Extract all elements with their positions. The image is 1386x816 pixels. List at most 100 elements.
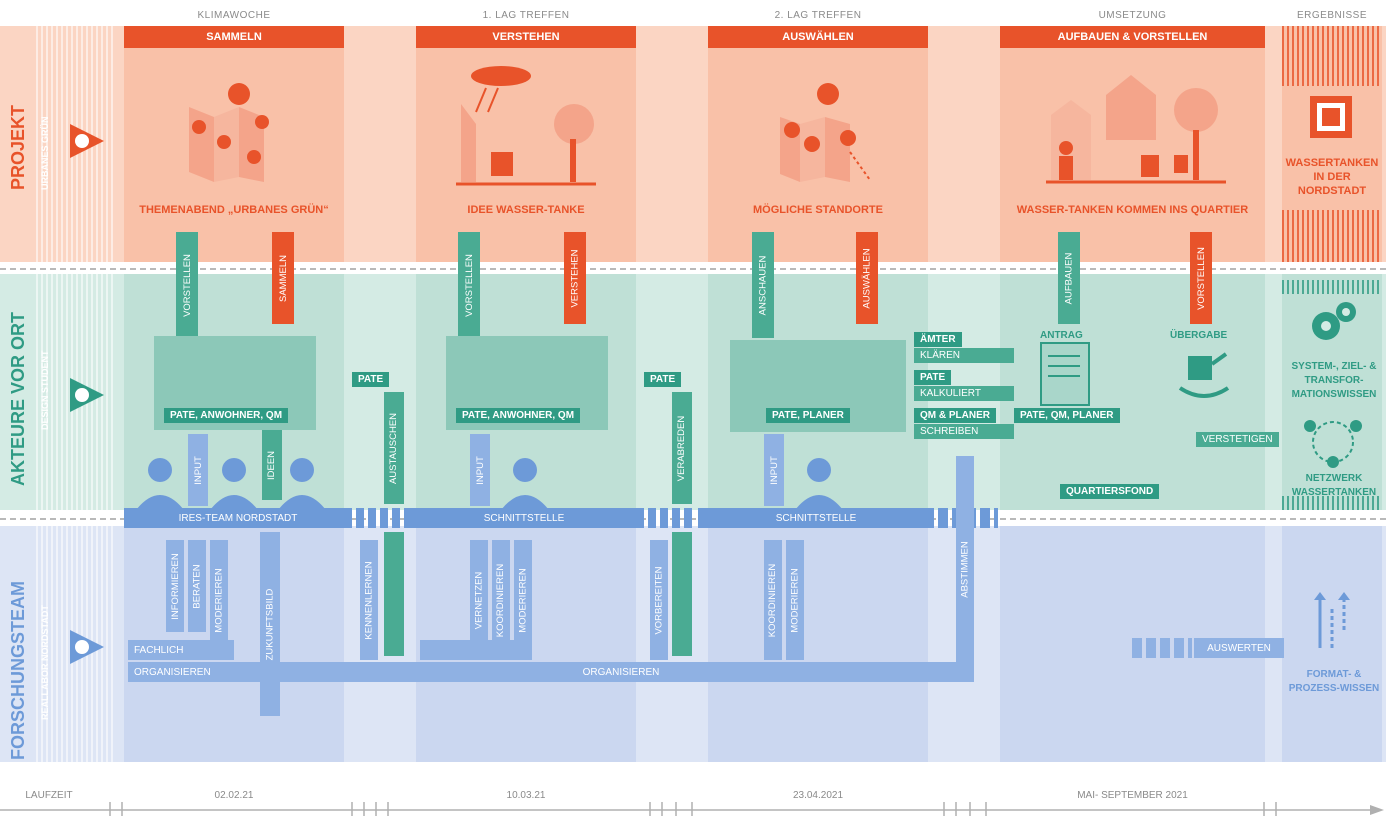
bar-auswerten-dashes <box>1132 638 1192 658</box>
group-quartiersfond: QUARTIERSFOND <box>1060 484 1160 499</box>
arrow-moderieren-3: MODERIEREN <box>786 540 804 660</box>
task-schreiben: SCHREIBEN <box>914 424 1014 439</box>
people-icon-2 <box>501 458 549 510</box>
arrow-input-3: INPUT <box>764 434 784 506</box>
banner-auswaehlen <box>708 26 928 48</box>
arrow-koordinieren-2: KOORDINIEREN <box>764 540 782 660</box>
outcome-themenabend: THEMENABEND „URBANES GRÜN“ <box>139 204 329 216</box>
locations-icon <box>780 83 871 182</box>
uebergabe-label: ÜBERGABE <box>1170 330 1228 341</box>
stripe-results-proj <box>1282 26 1382 86</box>
timeline-label: LAUFZEIT <box>25 790 73 801</box>
row-subtitle-akteure: DESIGN STUDENT <box>40 350 50 430</box>
timeline-date-2: 10.03.21 <box>506 790 546 801</box>
arrow-auswaehlen: AUSWÄHLEN <box>856 232 878 324</box>
results-header: ERGEBNISSE <box>1296 10 1368 21</box>
outcome-standorte: MÖGLICHE STANDORTE <box>753 204 883 216</box>
result-netzwerk: NETZWERK WASSERTANKEN <box>1291 473 1377 498</box>
arrow-austauschen: AUSTAUSCHEN <box>384 392 404 504</box>
stripe-results-proj-b <box>1282 210 1382 262</box>
banner-verstehen <box>416 26 636 48</box>
row-subtitle-forschung: REALLABOR NORDSTADT <box>40 605 50 720</box>
stripe-results-akt <box>1282 280 1382 294</box>
divider-1 <box>0 268 1386 270</box>
arrow-moderieren-2: MODERIEREN <box>514 540 532 660</box>
group-pate-planer: PATE, PLANER <box>766 408 850 423</box>
banner-aufbauen <box>1000 26 1265 48</box>
row-title-forschung: FORSCHUNGSTEAM <box>8 581 28 760</box>
arrow-kennenlernen: KENNENLERNEN <box>360 540 378 660</box>
task-pate: PATE <box>914 370 952 385</box>
bar-auswerten: AUSWERTEN <box>1194 638 1284 658</box>
arrow-aufbauen: AUFBAUEN <box>1058 232 1080 324</box>
outcome-wassertanken: WASSER-TANKEN KOMMEN INS QUARTIER <box>1016 204 1249 216</box>
arrow-input-1: INPUT <box>188 434 208 506</box>
arrow-verstehen: VERSTEHEN <box>564 232 586 324</box>
timeline-date-3: 23.04.2021 <box>792 790 844 801</box>
phase-header-lag2: 2. LAG TREFFEN <box>774 10 862 21</box>
arrow-beraten: BERATEN <box>188 540 206 632</box>
watering-can-hand-icon <box>1178 352 1230 398</box>
timeline-axis <box>0 802 1384 816</box>
rain-water-icon <box>456 66 596 186</box>
arrow-informieren: INFORMIEREN <box>166 540 184 632</box>
bar-schnittstelle-1: SCHNITTSTELLE <box>404 508 644 528</box>
group-pate-qm-planer: PATE, QM, PLANER <box>1014 408 1120 423</box>
result-projekt: WASSERTANKEN IN DER NORDSTADT <box>1285 157 1379 197</box>
task-qm-planer: QM & PLANER <box>914 408 996 423</box>
arrow-abstimmen: ABSTIMMEN <box>956 456 974 682</box>
arrow-vorstellen-3: VORSTELLEN <box>1190 232 1212 324</box>
row-subtitle-projekt: URBANES GRÜN <box>40 116 50 190</box>
people-icon-1 <box>136 458 326 510</box>
arrow-ideen: IDEEN <box>262 430 282 500</box>
map-pins-icon <box>189 83 269 182</box>
phase-title-aufbauen: AUFBAUEN & VORSTELLEN <box>1057 31 1208 43</box>
bar-fachlich: FACHLICH <box>128 640 234 660</box>
pate-label-2: PATE <box>644 372 682 387</box>
arrow-sammeln: SAMMELN <box>272 232 294 324</box>
arrow-moderieren-1: MODERIEREN <box>210 540 228 660</box>
row-title-akteure: AKTEURE VOR ORT <box>8 311 28 486</box>
arrow-vorstellen-1: VORSTELLEN <box>176 232 198 338</box>
timeline-date-1: 02.02.21 <box>214 790 254 801</box>
gears-icon <box>1312 302 1356 340</box>
bar-organisieren-1: ORGANISIEREN <box>128 662 274 682</box>
stripe-results-akt-b <box>1282 496 1382 510</box>
houses-icon <box>1046 75 1226 184</box>
bar-ires-team: IRES-TEAM NORDSTADT <box>124 508 352 528</box>
arrow-zukunftsbild: ZUKUNFTSBILD <box>260 532 280 716</box>
phase-header-lag1: 1. LAG TREFFEN <box>482 10 570 21</box>
arrow-vernetzen: VERNETZEN <box>470 540 488 660</box>
arrow-input-2: INPUT <box>470 434 490 506</box>
col-akt-results <box>1282 274 1382 510</box>
pate-label-1: PATE <box>352 372 390 387</box>
task-aemter: ÄMTER <box>914 332 962 347</box>
water-tank-icon <box>1310 96 1352 138</box>
task-klaeren: KLÄREN <box>914 348 1014 363</box>
group-pate-anwohner-qm-2: PATE, ANWOHNER, QM <box>456 408 581 423</box>
banner-sammeln <box>124 26 344 48</box>
task-kalkuliert: KALKULIERT <box>914 386 1014 401</box>
phase-header-umsetzung: UMSETZUNG <box>1098 10 1167 21</box>
group-pate-anwohner-qm-1: PATE, ANWOHNER, QM <box>164 408 289 423</box>
phase-title-sammeln: SAMMELN <box>206 31 262 43</box>
forschung-badge-icon <box>70 630 104 664</box>
arrow-verabreden-down <box>672 532 692 656</box>
arrow-austauschen-down <box>384 532 404 656</box>
projekt-badge-icon <box>70 124 104 158</box>
antrag-label: ANTRAG <box>1040 330 1083 341</box>
verstetigen-label: VERSTETIGEN <box>1196 432 1279 447</box>
arrow-verabreden: VERABREDEN <box>672 392 692 504</box>
network-icon <box>1304 420 1362 468</box>
bar-organisieren-2: ORGANISIEREN <box>268 662 974 682</box>
result-wissen: SYSTEM-, ZIEL- & TRANSFOR-MATIONSWISSEN <box>1291 361 1377 400</box>
arrow-vorbereiten: VORBEREITEN <box>650 540 668 660</box>
phase-title-verstehen: VERSTEHEN <box>492 31 560 43</box>
bar-schnittstelle-2: SCHNITTSTELLE <box>698 508 934 528</box>
people-icon-3 <box>795 458 843 510</box>
phase-title-auswaehlen: AUSWÄHLEN <box>782 31 854 43</box>
bar-dashes-2 <box>648 508 694 528</box>
col-proj-2 <box>416 26 636 262</box>
timeline-date-4: MAI- SEPTEMBER 2021 <box>1077 790 1188 801</box>
bar-dashes-1 <box>356 508 400 528</box>
